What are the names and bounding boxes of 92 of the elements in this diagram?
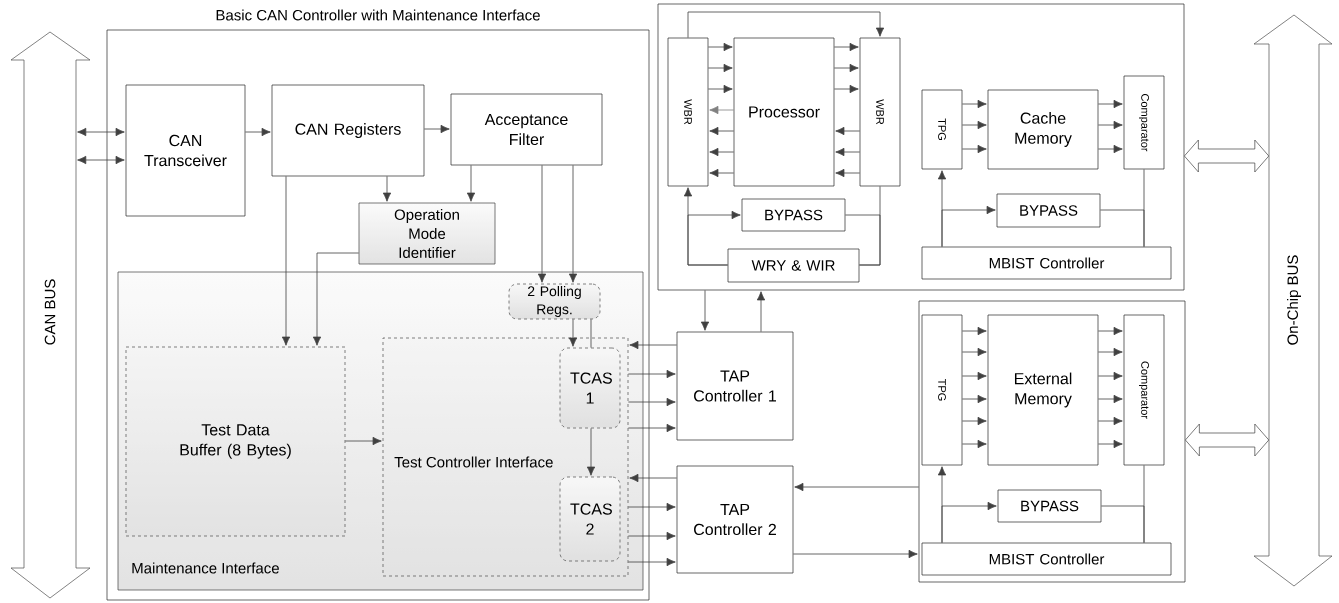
arrow	[709, 147, 735, 157]
arrow	[835, 168, 861, 178]
arrow	[627, 423, 676, 433]
arrow	[961, 439, 987, 449]
node-label: Basic CAN Controller with Maintenance Interface	[216, 9, 540, 21]
block-arrow	[1185, 423, 1270, 457]
block-box: Processor	[733, 37, 835, 187]
arrow	[961, 120, 987, 130]
arrow	[281, 175, 291, 346]
block-box: Comparator	[1123, 314, 1165, 466]
connector-line	[844, 214, 881, 266]
arrow	[961, 326, 987, 336]
arrow	[756, 291, 766, 333]
arrow	[629, 340, 678, 350]
arrow	[1097, 439, 1123, 449]
arrow	[586, 427, 596, 476]
arrow	[423, 124, 450, 134]
dashed-box: Test Data Buffer (8 Bytes)	[125, 346, 346, 537]
arrow	[1097, 416, 1123, 426]
arrow	[77, 127, 125, 137]
arrow	[961, 347, 987, 357]
arrow	[835, 126, 861, 136]
block-box: MBIST Controller	[921, 542, 1172, 576]
block-box: TPG	[921, 314, 963, 466]
arrow	[1097, 120, 1123, 130]
arrow	[627, 502, 676, 512]
arrow	[833, 63, 859, 73]
arrow	[833, 42, 859, 52]
block-box: Comparator	[1123, 75, 1165, 170]
arrow	[709, 105, 735, 115]
arrow	[627, 557, 676, 567]
arrow	[707, 84, 733, 94]
arrow	[833, 84, 859, 94]
arrow	[709, 168, 735, 178]
arrow	[961, 416, 987, 426]
arrow	[961, 99, 987, 109]
arrow	[1097, 99, 1123, 109]
arrow	[312, 252, 360, 346]
connector-line	[590, 318, 592, 349]
block-box: CAN Registers	[271, 84, 425, 177]
block-box: CAN Transceiver	[125, 84, 246, 217]
arrow	[627, 369, 676, 379]
arrow	[709, 126, 735, 136]
block-box: MBIST Controller	[921, 246, 1172, 280]
arrow	[700, 289, 710, 331]
arrow	[627, 531, 676, 541]
arrow	[382, 175, 392, 202]
block-box: Operation Mode Identifier	[358, 202, 496, 265]
block-box: BYPASS	[741, 198, 846, 232]
arrow	[77, 155, 125, 165]
arrow	[687, 210, 741, 266]
arrow	[707, 63, 733, 73]
arrow	[961, 144, 987, 154]
block-box: TAP Controller 2	[676, 465, 794, 574]
arrow	[687, 11, 885, 39]
block-box: Cache Memory	[987, 89, 1099, 170]
block-box: External Memory	[987, 314, 1099, 466]
arrow	[794, 482, 920, 492]
arrow	[1097, 326, 1123, 336]
arrow	[961, 394, 987, 404]
arrow	[1097, 394, 1123, 404]
block-box: BYPASS	[996, 193, 1101, 228]
arrow	[1097, 371, 1123, 381]
dashed-box: TCAS 2	[559, 476, 621, 562]
arrow	[707, 42, 733, 52]
block-box: WRY & WIR	[727, 248, 860, 283]
arrow	[244, 127, 271, 137]
block-box: BYPASS	[997, 489, 1102, 523]
arrow	[344, 436, 382, 446]
arrow	[627, 397, 676, 407]
arrow	[941, 501, 997, 544]
connector-line	[1099, 209, 1145, 248]
arrow	[568, 318, 578, 347]
connector-line	[1100, 505, 1145, 544]
arrow	[466, 164, 476, 202]
register-box: WBR	[667, 37, 709, 187]
arrow	[1097, 144, 1123, 154]
dashed-box: TCAS 1	[559, 347, 621, 429]
arrow	[568, 164, 578, 283]
block-box: Acceptance Filter	[450, 93, 603, 166]
arrow	[941, 205, 996, 248]
arrow	[961, 371, 987, 381]
arrow	[835, 147, 861, 157]
register-box: WBR	[859, 37, 901, 187]
arrow	[537, 164, 547, 283]
arrow	[792, 549, 918, 559]
dashed-box: 2 Polling Regs.	[508, 283, 601, 320]
arrow	[1097, 347, 1123, 357]
block-box: TAP Controller 1	[676, 331, 794, 441]
block-box: TPG	[921, 89, 963, 170]
arrow	[629, 473, 678, 483]
block-arrow	[1184, 139, 1270, 173]
